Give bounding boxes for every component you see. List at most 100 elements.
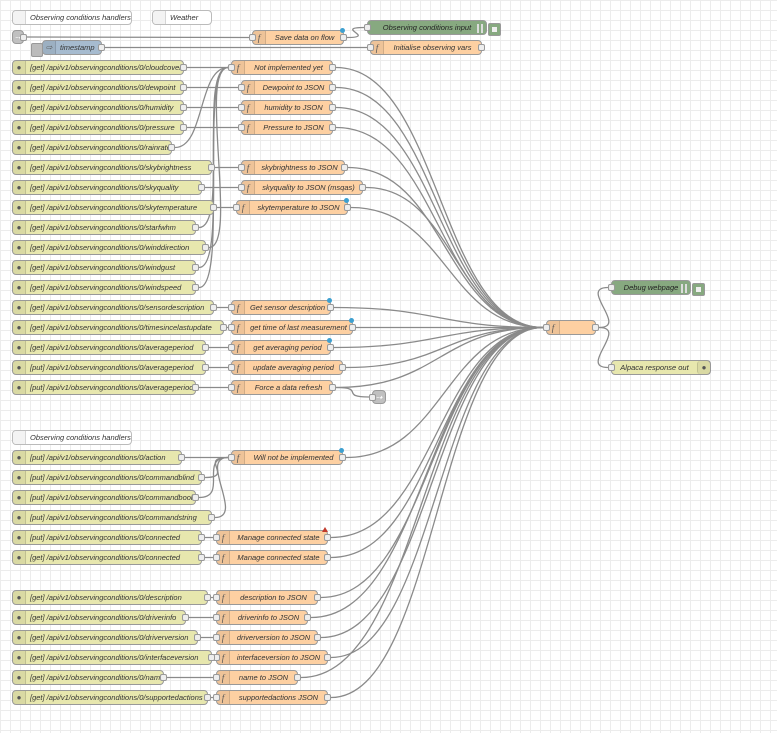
http-in-node[interactable]: ● [get] /api/v1/observingconditions/0/in… — [12, 650, 215, 665]
function-node-pressure[interactable]: f Pressure to JSON — [238, 120, 336, 135]
function-icon: f — [242, 101, 255, 114]
link-in-icon: ⇢ — [14, 32, 22, 42]
wire — [330, 326, 544, 539]
function-node-manage2[interactable]: f Manage connected state — [213, 550, 331, 565]
http-in-node[interactable]: ● [get] /api/v1/observingconditions/0/de… — [12, 590, 211, 605]
function-node-refresh[interactable]: f Force a data refresh — [228, 380, 336, 395]
debug-label: Debug webpage — [623, 283, 679, 292]
globe-icon: ● — [13, 551, 26, 564]
wire — [310, 326, 544, 619]
function-node-skyquality[interactable]: f skyquality to JSON (msqas) — [238, 180, 366, 195]
status-dot — [344, 198, 349, 203]
http-route-label: [get] /api/v1/observingconditions/0/conn… — [30, 553, 181, 562]
http-in-node[interactable]: ● [get] /api/v1/observingconditions/0/wi… — [12, 280, 199, 295]
function-node-manage1[interactable]: f Manage connected state — [213, 527, 331, 545]
http-in-node[interactable]: ● [get] /api/v1/observingconditions/0/sk… — [12, 160, 215, 175]
function-icon: f — [547, 321, 560, 334]
function-node-description[interactable]: f description to JSON — [213, 590, 321, 605]
function-node-save[interactable]: f Save data on flow — [249, 28, 347, 45]
function-icon: f — [237, 201, 250, 214]
globe-icon: ● — [13, 61, 26, 74]
link-in-node[interactable]: ⇢ — [12, 30, 27, 44]
http-in-node[interactable]: ● [get] /api/v1/observingconditions/0/dr… — [12, 630, 201, 645]
http-route-label: [get] /api/v1/observingconditions/0/rain… — [30, 143, 171, 152]
debug-node[interactable]: Debug webpage — [608, 280, 705, 296]
function-node-driverinfo[interactable]: f driverinfo to JSON — [213, 610, 311, 625]
http-response-node[interactable]: Alpaca response out ● — [608, 360, 711, 375]
comment-node-2[interactable]: Observing conditions handlers — [12, 430, 132, 445]
wire — [335, 106, 544, 329]
http-in-node[interactable]: ● [get] /api/v1/observingconditions/0/co… — [12, 550, 205, 565]
globe-icon: ● — [13, 381, 26, 394]
http-in-node[interactable]: ● [put] /api/v1/observingconditions/0/co… — [12, 510, 215, 525]
toggle-icon[interactable] — [488, 23, 501, 36]
status-dot — [327, 338, 332, 343]
wire — [347, 166, 544, 329]
status-dot — [349, 318, 354, 323]
obs-input-node[interactable]: Observing conditions input — [364, 20, 501, 36]
globe-icon: ● — [13, 281, 26, 294]
http-route-label: [get] /api/v1/observingconditions/0/wind… — [30, 283, 182, 292]
http-in-node[interactable]: ● [get] /api/v1/observingconditions/0/pr… — [12, 120, 187, 135]
http-in-node[interactable]: ● [get] /api/v1/observingconditions/0/av… — [12, 340, 209, 355]
function-node-supportedactions[interactable]: f supportedactions JSON — [213, 690, 331, 705]
function-node-sensordesc[interactable]: f Get sensor description — [228, 298, 334, 315]
http-in-node[interactable]: ● [get] /api/v1/observingconditions/0/na… — [12, 670, 167, 685]
function-node-humidity[interactable]: f humidity to JSON — [238, 100, 336, 115]
function-node-driverversion[interactable]: f driverversion to JSON — [213, 630, 321, 645]
wire — [597, 286, 610, 329]
http-in-node[interactable]: ● [get] /api/v1/observingconditions/0/wi… — [12, 260, 199, 275]
toggle-icon[interactable] — [692, 283, 705, 296]
http-in-node[interactable]: ● [get] /api/v1/observingconditions/0/wi… — [12, 240, 209, 255]
function-node-will-not[interactable]: f Will not be implemented — [228, 448, 346, 465]
http-in-node[interactable]: ● [put] /api/v1/observingconditions/0/co… — [12, 530, 205, 545]
inject-timestamp[interactable]: ⇨ timestamp — [31, 40, 105, 57]
http-in-node[interactable]: ● [get] /api/v1/observingconditions/0/ra… — [12, 140, 175, 155]
http-route-label: [put] /api/v1/observingconditions/0/conn… — [30, 533, 181, 542]
globe-icon: ● — [13, 221, 26, 234]
tab-weather[interactable]: Weather — [152, 10, 212, 25]
http-in-node[interactable]: ● [get] /api/v1/observingconditions/0/de… — [12, 80, 187, 95]
http-in-node[interactable]: ● [get] /api/v1/observingconditions/0/st… — [12, 220, 199, 235]
link-out-node[interactable]: ⇢ — [369, 390, 386, 404]
inject-button[interactable] — [31, 43, 43, 57]
function-node-updavg[interactable]: f update averaging period — [228, 360, 346, 375]
globe-icon: ● — [13, 531, 26, 544]
globe-icon: ● — [13, 161, 26, 174]
function-icon: f — [217, 611, 230, 624]
http-in-node[interactable]: ● [get] /api/v1/observingconditions/0/sk… — [12, 180, 205, 195]
http-in-node[interactable]: ● [put] /api/v1/observingconditions/0/co… — [12, 470, 205, 485]
function-node-skytemperature[interactable]: f skytemperature to JSON — [233, 198, 351, 215]
router-function-node[interactable]: f — [543, 320, 599, 335]
function-node-name[interactable]: f name to JSON — [213, 670, 301, 685]
function-node-init[interactable]: f Initialise observing vars — [367, 40, 485, 55]
http-in-node[interactable]: ● [get] /api/v1/observingconditions/0/dr… — [12, 610, 189, 625]
http-in-node[interactable]: ● [get] /api/v1/observingconditions/0/sk… — [12, 200, 217, 215]
http-in-node[interactable]: ● [get] /api/v1/observingconditions/0/ti… — [12, 320, 227, 335]
function-node-skybrightness[interactable]: f skybrightness to JSON — [238, 160, 348, 175]
function-node-dewpoint[interactable]: f Dewpoint to JSON — [238, 80, 336, 95]
function-icon: f — [242, 161, 255, 174]
http-in-node[interactable]: ● [put] /api/v1/observingconditions/0/av… — [12, 380, 199, 395]
function-label: get averaging period — [253, 343, 322, 352]
http-route-label: [put] /api/v1/observingconditions/0/aver… — [30, 363, 194, 372]
function-label: humidity to JSON — [264, 103, 323, 112]
function-node-not-impl[interactable]: f Not implemented yet — [228, 60, 336, 75]
globe-icon: ● — [13, 471, 26, 484]
comment-node[interactable]: Observing conditions handlers — [12, 10, 132, 25]
globe-icon: ● — [13, 201, 26, 214]
function-node-interfaceversion[interactable]: f interfaceversion to JSON — [213, 650, 331, 665]
http-in-node[interactable]: ● [get] /api/v1/observingconditions/0/hu… — [12, 100, 187, 115]
alpaca-label: Alpaca response out — [620, 363, 689, 372]
http-in-node[interactable]: ● [put] /api/v1/observingconditions/0/ac… — [12, 450, 185, 465]
http-route-label: [get] /api/v1/observingconditions/0/aver… — [30, 343, 194, 352]
function-icon: f — [242, 181, 255, 194]
function-node-getavg[interactable]: f get averaging period — [228, 338, 334, 355]
http-route-label: [get] /api/v1/observingconditions/0/wind… — [30, 263, 176, 272]
http-in-node[interactable]: ● [get] /api/v1/observingconditions/0/cl… — [12, 60, 187, 75]
http-in-node[interactable]: ● [put] /api/v1/observingconditions/0/av… — [12, 360, 209, 375]
http-in-node[interactable]: ● [get] /api/v1/observingconditions/0/se… — [12, 300, 217, 315]
http-in-node[interactable]: ● [get] /api/v1/observingconditions/0/su… — [12, 690, 211, 705]
function-node-timesince[interactable]: f get time of last measurement — [228, 318, 356, 335]
http-in-node[interactable]: ● [put] /api/v1/observingconditions/0/co… — [12, 490, 199, 505]
